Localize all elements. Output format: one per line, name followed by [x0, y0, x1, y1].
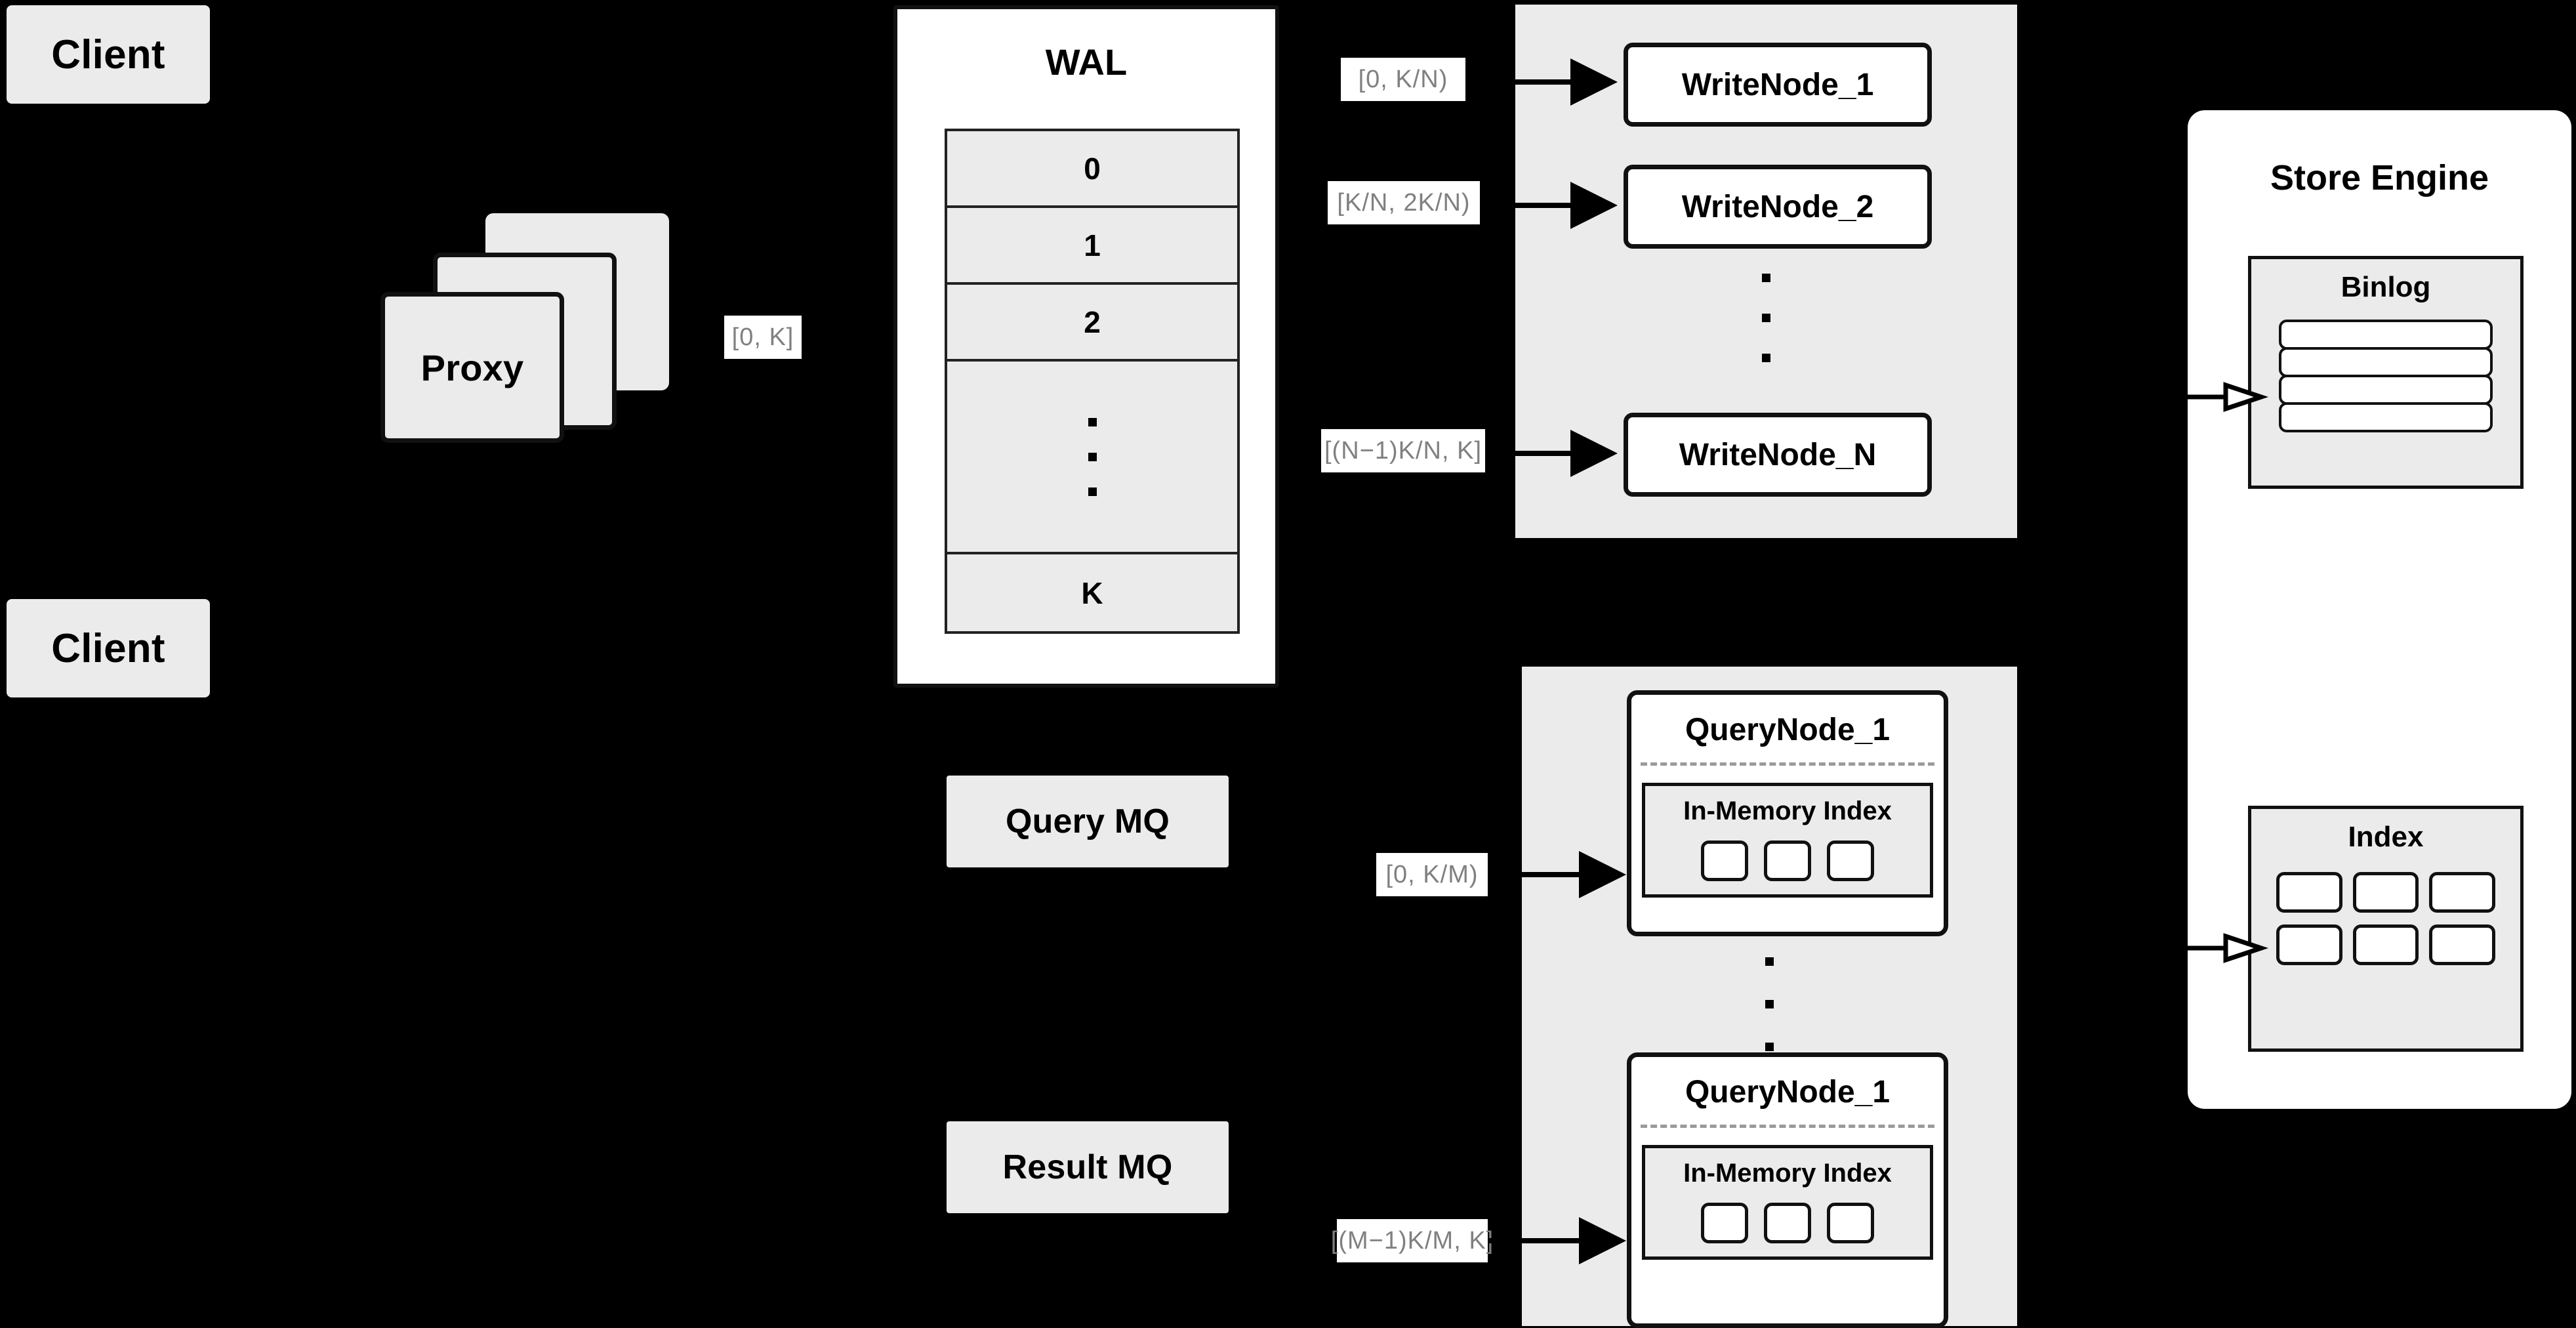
ellipsis-dot-icon: [1765, 957, 1774, 966]
range-label-writenode-n: [(N−1)K/N, K]: [1321, 429, 1485, 472]
wal-row-ellipsis: [947, 362, 1237, 554]
client-label-2: Client: [51, 625, 165, 671]
binlog-row: [2279, 402, 2493, 432]
in-memory-index-1-title: In-Memory Index: [1683, 797, 1892, 825]
index-cell: [2352, 872, 2419, 913]
write-node-n[interactable]: WriteNode_N: [1624, 413, 1932, 497]
write-node-n-label: WriteNode_N: [1679, 437, 1877, 472]
wal-row-k: K: [947, 554, 1237, 631]
query-mq-box[interactable]: Query MQ: [947, 776, 1229, 867]
query-node-m[interactable]: QueryNode_1 In-Memory Index: [1627, 1052, 1948, 1328]
index-grid: [2276, 872, 2495, 965]
index-box: Index: [2248, 806, 2524, 1052]
ellipsis-dot-icon: [1088, 417, 1097, 426]
binlog-title: Binlog: [2341, 271, 2431, 303]
store-engine-panel: Store Engine Binlog Index: [2188, 110, 2571, 1109]
binlog-row: [2279, 347, 2493, 377]
write-node-2-label: WriteNode_2: [1681, 189, 1874, 224]
index-cell: [1827, 840, 1874, 881]
ellipsis-dot-icon: [1088, 452, 1097, 461]
index-cell: [1701, 1203, 1748, 1243]
ellipsis-dot-icon: [1762, 274, 1770, 282]
ellipsis-dot-icon: [1762, 314, 1770, 322]
arrow-to-write-node-n: [1515, 430, 1618, 477]
arrow-to-binlog: [2188, 382, 2269, 412]
client-box-2[interactable]: Client: [7, 599, 210, 697]
query-node-1-separator: [1641, 762, 1934, 766]
in-memory-index-1-cells: [1645, 840, 1930, 881]
arrow-to-query-node-1: [1488, 851, 1626, 898]
write-node-2[interactable]: WriteNode_2: [1624, 165, 1932, 249]
wal-panel: WAL 0 1 2 K: [893, 5, 1279, 688]
in-memory-index-m: In-Memory Index: [1642, 1145, 1933, 1260]
result-mq-box[interactable]: Result MQ: [947, 1121, 1229, 1213]
in-memory-index-1: In-Memory Index: [1642, 783, 1933, 898]
wal-row-0: 0: [947, 131, 1237, 208]
range-label-writenode-1: [0, K/N): [1341, 58, 1465, 101]
store-engine-title: Store Engine: [2270, 158, 2489, 197]
index-cell: [2352, 924, 2419, 965]
write-node-1[interactable]: WriteNode_1: [1624, 43, 1932, 127]
client-box-1[interactable]: Client: [7, 5, 210, 104]
in-memory-index-m-cells: [1645, 1203, 1930, 1243]
index-cell: [1764, 1203, 1811, 1243]
result-mq-label: Result MQ: [1002, 1148, 1173, 1186]
binlog-row: [2279, 320, 2493, 350]
index-cell: [1764, 840, 1811, 881]
proxy-card-front[interactable]: Proxy: [380, 292, 564, 443]
ellipsis-dot-icon: [1765, 1000, 1774, 1008]
ellipsis-dot-icon: [1088, 487, 1097, 496]
arrow-to-index: [2188, 933, 2269, 963]
binlog-row: [2279, 375, 2493, 405]
arrow-to-query-node-m: [1488, 1217, 1626, 1264]
wal-row-1: 1: [947, 208, 1237, 285]
query-node-1[interactable]: QueryNode_1 In-Memory Index: [1627, 690, 1948, 936]
ellipsis-dot-icon: [1765, 1043, 1774, 1051]
wal-row-2: 2: [947, 285, 1237, 362]
in-memory-index-m-title: In-Memory Index: [1683, 1159, 1892, 1188]
client-label-1: Client: [51, 31, 165, 77]
arrow-to-write-node-1: [1515, 58, 1618, 106]
proxy-label: Proxy: [420, 346, 524, 388]
query-mq-label: Query MQ: [1005, 802, 1170, 840]
wal-title: WAL: [1045, 41, 1128, 83]
query-node-cluster-panel: QueryNode_1 In-Memory Index QueryNode_1 …: [1522, 667, 2017, 1328]
range-label-proxy-out: [0, K]: [724, 316, 802, 359]
range-label-query-node-1: [0, K/M): [1376, 853, 1488, 896]
index-cell: [2429, 872, 2495, 913]
range-label-writenode-2: [K/N, 2K/N): [1328, 181, 1480, 224]
wal-table: 0 1 2 K: [945, 129, 1240, 634]
index-cell: [1827, 1203, 1874, 1243]
proxy-stack[interactable]: Proxy: [380, 213, 682, 443]
ellipsis-dot-icon: [1762, 354, 1770, 362]
index-cell: [2429, 924, 2495, 965]
query-node-ellipsis: [1522, 957, 2017, 1051]
write-node-ellipsis: [1515, 274, 2017, 362]
query-node-m-label: QueryNode_1: [1685, 1075, 1891, 1110]
binlog-box: Binlog: [2248, 256, 2524, 489]
write-node-cluster-panel: WriteNode_1 WriteNode_2 WriteNode_N: [1515, 5, 2017, 538]
arrow-to-write-node-2: [1515, 182, 1618, 229]
index-cell: [2276, 924, 2342, 965]
binlog-rows: [2279, 320, 2493, 432]
index-cell: [1701, 840, 1748, 881]
index-cell: [2276, 872, 2342, 913]
query-node-m-separator: [1641, 1125, 1934, 1128]
range-label-query-node-m: [(M−1)K/M, K]: [1331, 1219, 1493, 1262]
index-title: Index: [2348, 821, 2424, 853]
write-node-1-label: WriteNode_1: [1681, 67, 1874, 102]
query-node-1-label: QueryNode_1: [1685, 713, 1891, 747]
